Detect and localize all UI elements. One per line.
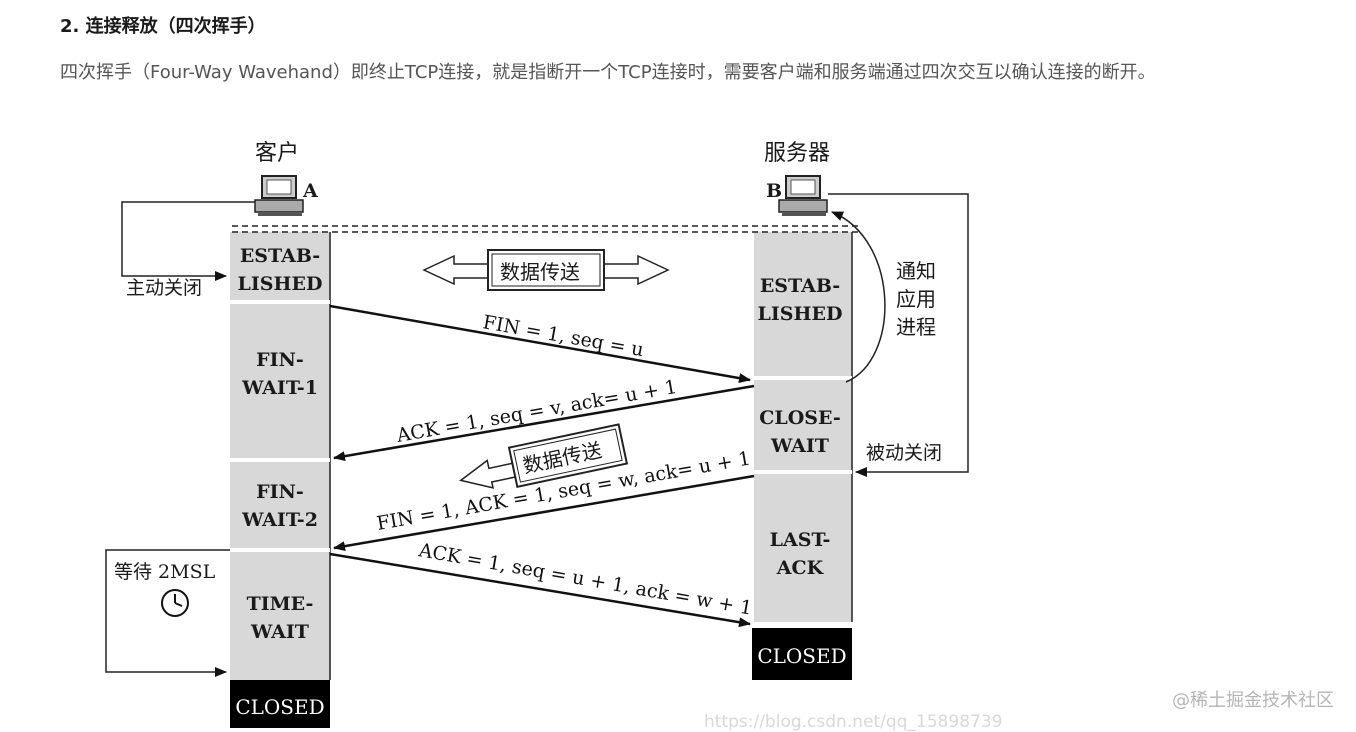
client-fin-wait-1-a: FIN-	[256, 349, 304, 371]
server-timeline	[754, 232, 852, 622]
msg-1-label: FIN = 1, seq = u	[481, 311, 645, 361]
msg-1-arrow	[329, 304, 751, 384]
notify-line-1: 通知	[896, 259, 936, 283]
server-established-2: LISHED	[758, 303, 843, 325]
server-closed: CLOSED	[757, 644, 846, 668]
url-watermark: https://blog.csdn.net/qq_15898739	[704, 712, 1003, 732]
wait-2msl-label: 等待 2MSL	[114, 561, 216, 583]
passive-close-label: 被动关闭	[866, 442, 942, 464]
notify-line-3: 进程	[896, 315, 936, 339]
server-last-ack-a: LAST-	[770, 529, 831, 551]
section-paragraph: 四次挥手（Four-Way Wavehand）即终止TCP连接，就是指断开一个T…	[60, 62, 1156, 83]
msg-4-arrow	[329, 552, 751, 628]
msg-2-label: ACK = 1, seq = v, ack= u + 1	[394, 376, 679, 447]
client-closed-box	[230, 680, 330, 728]
data-transfer-double-arrow	[422, 249, 670, 291]
client-computer-icon	[254, 175, 304, 216]
server-close-wait-a: CLOSE-	[759, 407, 840, 429]
client-established-2: LISHED	[238, 273, 323, 295]
clock-icon	[161, 589, 189, 617]
server-closed-box	[752, 628, 852, 680]
client-id: A	[302, 180, 318, 202]
notify-line-2: 应用	[896, 287, 936, 311]
server-established-1: ESTAB-	[760, 275, 840, 297]
site-watermark: @稀土掘金技术社区	[1172, 690, 1334, 711]
client-timeline	[230, 232, 330, 680]
active-close-label: 主动关闭	[126, 277, 202, 299]
client-closed: CLOSED	[235, 695, 324, 719]
msg-3-arrow	[333, 474, 755, 552]
section-heading: 2. 连接释放（四次挥手）	[60, 16, 266, 37]
data-transfer-single-arrow: 数据传送	[459, 423, 629, 489]
msg-4-label: ACK = 1, seq = u + 1, ack = w + 1	[416, 539, 754, 620]
msg-2-arrow	[333, 384, 755, 462]
server-id: B	[766, 180, 782, 202]
client-established-1: ESTAB-	[240, 245, 320, 267]
server-close-wait-b: WAIT	[770, 435, 829, 457]
client-time-wait-a: TIME-	[247, 593, 314, 615]
client-fin-wait-1-b: WAIT-1	[241, 377, 318, 399]
client-label: 客户	[255, 141, 299, 166]
client-time-wait-b: WAIT	[250, 621, 309, 643]
data-transfer-label-top: 数据传送	[500, 260, 580, 284]
client-fin-wait-2-b: WAIT-2	[241, 509, 318, 531]
server-label: 服务器	[764, 141, 830, 166]
client-fin-wait-2-a: FIN-	[256, 481, 304, 503]
server-last-ack-b: ACK	[776, 557, 825, 579]
server-computer-icon	[778, 175, 828, 216]
